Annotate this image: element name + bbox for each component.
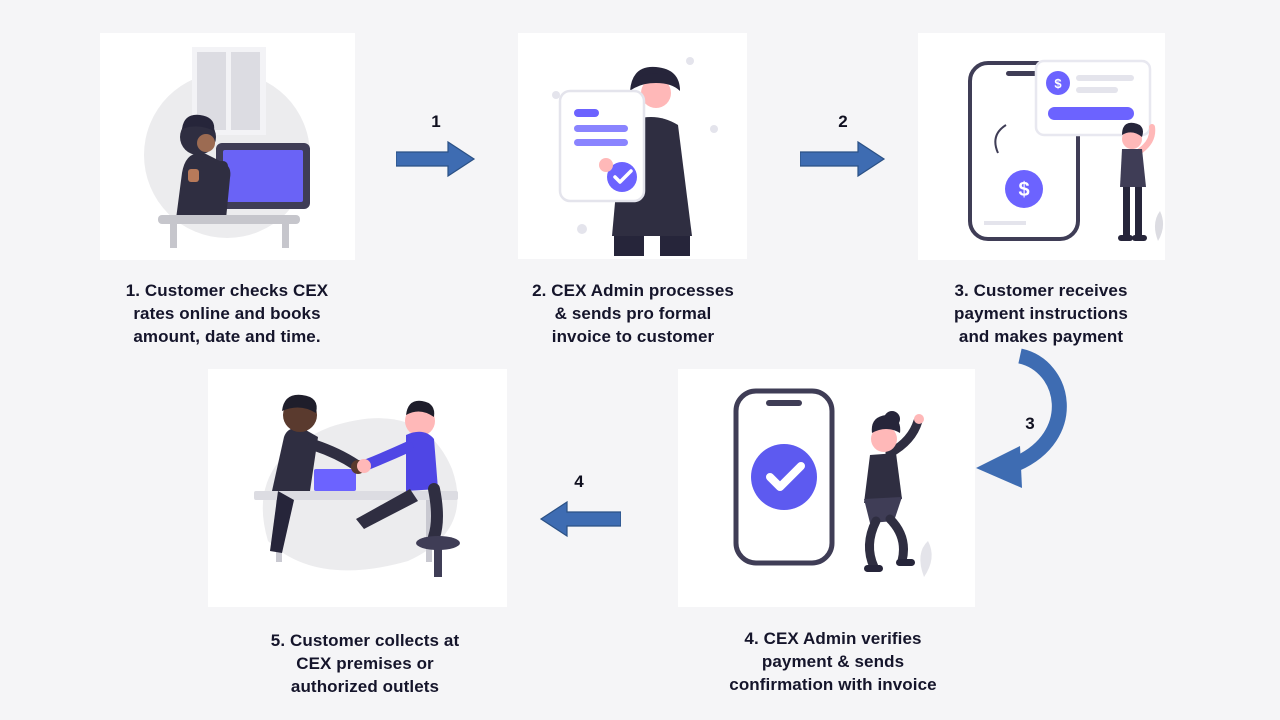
- seated-person: [176, 114, 231, 219]
- stool: [416, 536, 460, 550]
- left-arrow-icon: [539, 500, 621, 538]
- connector-3: 3: [962, 348, 1092, 500]
- step-2-caption: 2. CEX Admin processes & sends pro forma…: [532, 281, 734, 346]
- step-1-caption: 1. Customer checks CEX rates online and …: [125, 281, 329, 346]
- invoice-document-icon: [558, 89, 646, 203]
- connector-4-label: 4: [574, 472, 584, 491]
- payment-instructions-illustration: $ $: [968, 59, 1164, 241]
- right-arrow-icon: [800, 140, 886, 178]
- admin-invoice-illustration: [552, 57, 718, 256]
- check-icon: [766, 462, 805, 491]
- step-5-caption: 5. Customer collects at CEX premises or …: [270, 631, 460, 696]
- step-card-2: [518, 33, 747, 259]
- step-3-caption: 3. Customer receives payment instruction…: [954, 281, 1128, 346]
- step-card-4: [678, 369, 975, 607]
- cash-box-icon: [314, 469, 356, 491]
- handshake-collection-illustration: [254, 394, 460, 577]
- dollar-icon: $: [1018, 179, 1029, 201]
- connector-1: 1: [394, 112, 478, 178]
- step-card-3: $ $: [918, 33, 1165, 260]
- payment-verified-illustration: [733, 388, 932, 577]
- check-badge-icon: [751, 444, 817, 510]
- connector-2-label: 2: [838, 112, 848, 131]
- payment-card-popup: $: [1034, 59, 1152, 137]
- laptop-icon: [216, 143, 310, 209]
- step-4-caption: 4. CEX Admin verifies payment & sends co…: [729, 629, 937, 694]
- check-icon: [613, 169, 633, 184]
- step-card-5: [208, 369, 507, 607]
- cex-agent-person: [270, 394, 365, 553]
- dollar-badge-small-icon: [1046, 71, 1070, 95]
- celebrating-person: [864, 411, 924, 572]
- connector-4: 4: [536, 472, 622, 538]
- right-arrow-icon: [396, 140, 476, 178]
- plant-decoration: [920, 541, 932, 577]
- connector-2: 2: [798, 112, 888, 178]
- connector-3-label: 3: [1025, 414, 1035, 433]
- standing-person: [1118, 122, 1156, 241]
- check-badge-icon: [607, 162, 637, 192]
- curved-arrow-icon: [976, 348, 1067, 488]
- dollar-small-icon: $: [1054, 76, 1062, 91]
- customer-at-computer-illustration: [144, 47, 310, 248]
- step-card-1: [100, 33, 355, 260]
- plant-decoration: [1154, 211, 1164, 241]
- dollar-badge-icon: [1005, 170, 1043, 208]
- connector-1-label: 1: [431, 112, 441, 131]
- customer-person: [356, 400, 460, 577]
- phone-icon: [733, 388, 835, 566]
